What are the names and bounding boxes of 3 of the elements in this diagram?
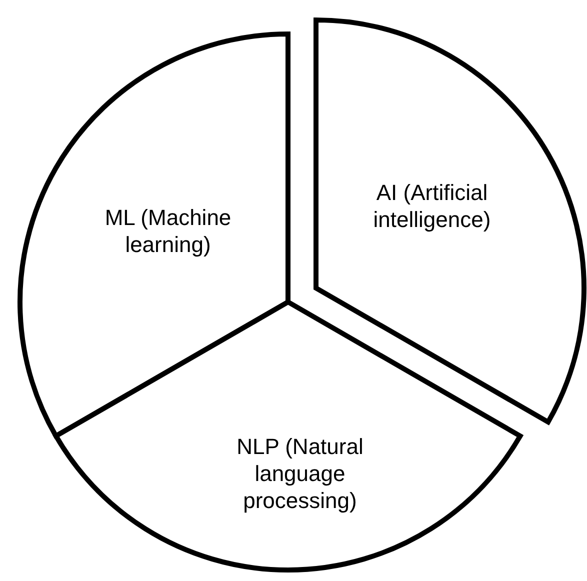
sector-label: AI (Artificial intelligence) <box>372 180 492 234</box>
sector-label: ML (Machine learning) <box>104 205 232 259</box>
sector-label: NLP (Natural language processing) <box>236 434 364 514</box>
